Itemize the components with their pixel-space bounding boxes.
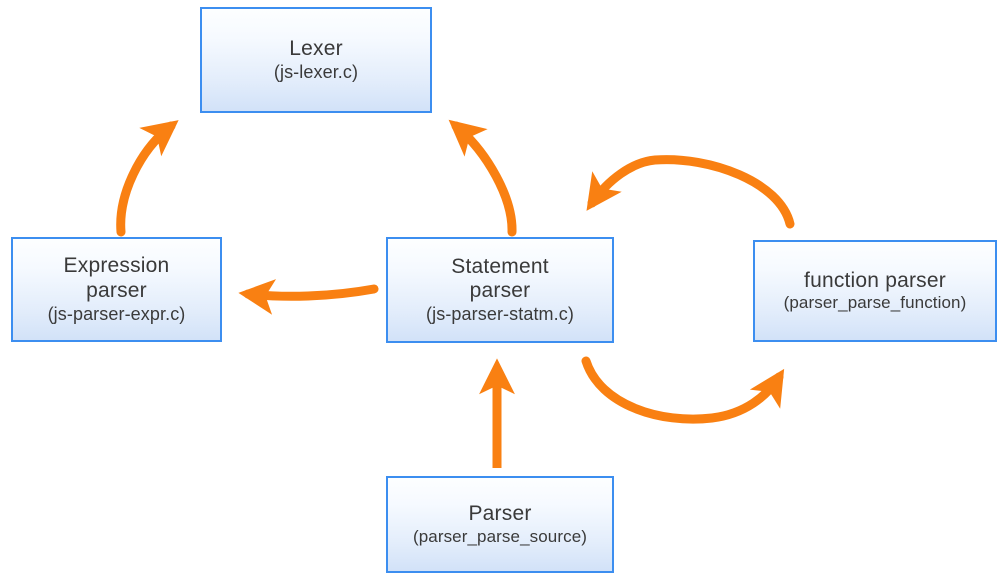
node-expression-parser-title-line2: parser [86,278,147,302]
node-function-parser-title: function parser [804,268,946,292]
edge-statement-to-lexer [448,119,517,237]
node-parser[interactable]: Parser (parser_parse_source) [386,476,614,573]
edge-function-to-statement [586,155,795,229]
node-statement-parser-title-line1: Statement [451,254,549,278]
node-function-parser-subtitle: (parser_parse_function) [783,293,967,313]
node-statement-parser-title-line2: parser [469,279,531,303]
node-lexer[interactable]: Lexer (js-lexer.c) [200,7,432,113]
node-statement-parser-subtitle: (js-parser-statm.c) [426,304,574,325]
node-statement-parser[interactable]: Statement parser (js-parser-statm.c) [386,237,614,343]
edge-statement-to-expression [238,279,379,315]
edge-expression-to-lexer [116,120,179,237]
node-parser-subtitle: (parser_parse_source) [412,526,588,546]
node-lexer-subtitle: (js-lexer.c) [273,61,359,82]
edge-statement-to-function [581,356,785,424]
node-function-parser[interactable]: function parser (parser_parse_function) [753,240,997,342]
node-expression-parser-title-line1: Expression [63,254,170,278]
node-parser-title: Parser [468,502,532,526]
node-expression-parser[interactable]: Expression parser (js-parser-expr.c) [11,237,222,342]
node-lexer-title: Lexer [289,37,343,60]
node-expression-parser-subtitle: (js-parser-expr.c) [47,303,186,324]
